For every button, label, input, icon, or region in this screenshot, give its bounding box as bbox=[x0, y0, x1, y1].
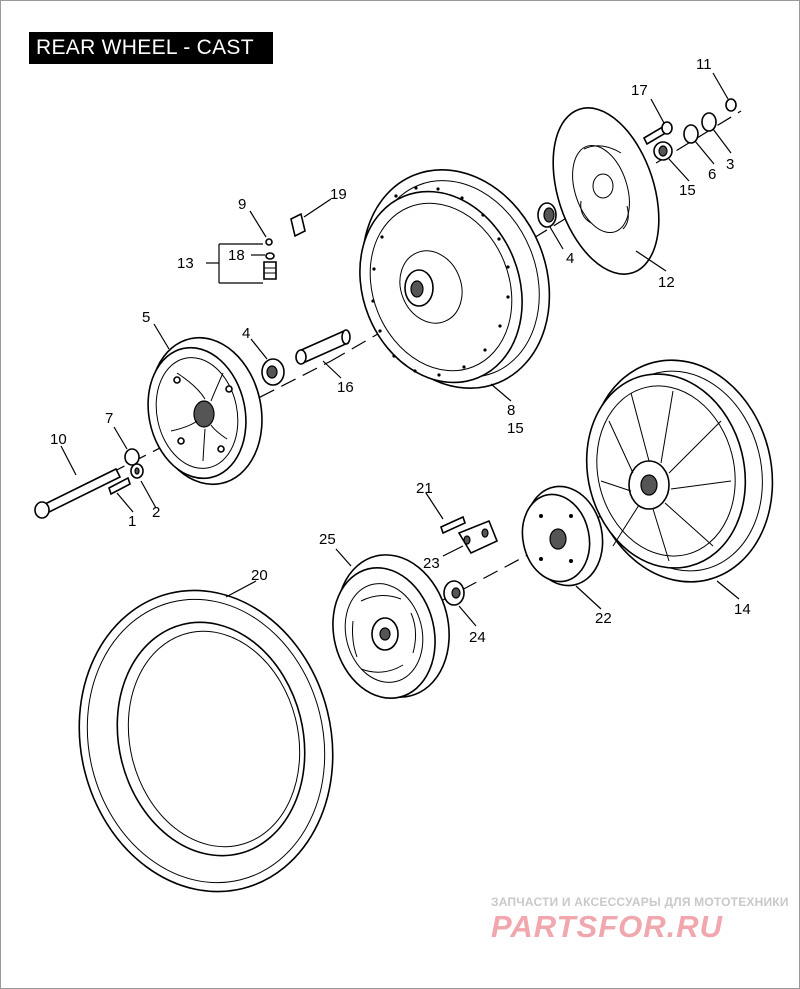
callout-3: 3 bbox=[726, 156, 734, 173]
callout-13: 13 bbox=[177, 255, 194, 272]
callout-12: 12 bbox=[658, 274, 675, 291]
cast-wheel-spokes bbox=[600, 390, 732, 562]
caliper-bracket-hardware bbox=[440, 515, 499, 555]
axle-hardware-right bbox=[642, 98, 737, 161]
callout-18: 17 bbox=[631, 82, 648, 99]
callout-8: 8 bbox=[507, 402, 515, 419]
callout-17: 16 bbox=[337, 379, 354, 396]
brake-rotor bbox=[552, 107, 660, 275]
callout-15: 15 bbox=[507, 420, 524, 437]
axle-and-bolts-left bbox=[34, 448, 144, 519]
callout-10: 10 bbox=[50, 431, 67, 448]
diagram-title: REAR WHEEL - CAST bbox=[29, 32, 273, 64]
valve-and-small-parts bbox=[263, 212, 306, 280]
callout-11: 11 bbox=[696, 56, 712, 73]
callout-19: 18 bbox=[228, 247, 245, 264]
cast-wheel bbox=[585, 359, 774, 583]
callout-16: 15 bbox=[679, 182, 696, 199]
rear-pulley-sprocket bbox=[147, 336, 263, 486]
callout-20: 19 bbox=[330, 186, 347, 203]
wheel-bearing-left bbox=[261, 358, 285, 386]
callout-23: 22 bbox=[595, 610, 612, 627]
callout-4-right: 4 bbox=[566, 250, 574, 267]
callout-14: 14 bbox=[734, 601, 751, 618]
watermark-tagline: ЗАПЧАСТИ И АКСЕССУАРЫ ДЛЯ МОТОТЕХНИКИ bbox=[491, 895, 789, 909]
callout-24: 23 bbox=[423, 555, 440, 572]
callout-9: 9 bbox=[238, 196, 246, 213]
tire bbox=[78, 589, 334, 893]
callout-7: 7 bbox=[105, 410, 113, 427]
drive-pulley bbox=[332, 554, 450, 699]
leader-lines bbox=[60, 72, 740, 627]
hub-spacer bbox=[443, 580, 465, 606]
callout-4-left: 4 bbox=[242, 325, 250, 342]
callout-25: 24 bbox=[469, 629, 486, 646]
callout-22: 21 bbox=[416, 480, 433, 497]
callout-21: 20 bbox=[251, 567, 268, 584]
spoke-holes bbox=[371, 186, 510, 377]
callout-6: 6 bbox=[708, 166, 716, 183]
callout-labels: 11 17 3 6 15 4 12 19 9 18 13 5 4 16 8 15… bbox=[50, 56, 751, 646]
axle-spacer bbox=[295, 329, 351, 365]
callout-26: 25 bbox=[319, 531, 336, 548]
wheel-bearing-right bbox=[537, 202, 557, 228]
laced-wheel bbox=[359, 169, 551, 389]
brake-hub-plate bbox=[521, 485, 604, 587]
callout-1: 1 bbox=[128, 513, 136, 530]
callout-5: 5 bbox=[142, 309, 150, 326]
callout-2: 2 bbox=[152, 504, 160, 521]
watermark-logo: PARTSFOR.RU bbox=[491, 909, 724, 944]
